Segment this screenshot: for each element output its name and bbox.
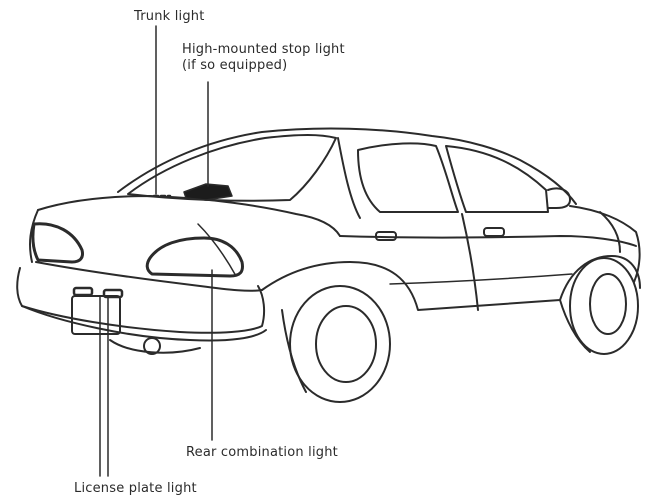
door-handle-front: [483, 227, 505, 237]
right-tail-light: [145, 236, 244, 278]
car-roof: [117, 127, 577, 205]
side-window-rear: [357, 142, 459, 213]
license-plate: [71, 295, 121, 335]
rear-window: [127, 134, 337, 202]
side-mirror: [547, 187, 571, 209]
license-plate-light-left: [72, 286, 94, 297]
high-mounted-stop-light-label: High-mounted stop light (if so equipped): [182, 42, 345, 74]
rear-combination-light-label: Rear combination light: [186, 445, 338, 460]
license-plate-light-right: [102, 288, 124, 299]
high-mounted-stop-light-title: High-mounted stop light: [182, 42, 345, 57]
rear-bumper: [16, 267, 266, 334]
left-tail-light: [31, 222, 84, 264]
body-side: [261, 255, 641, 311]
high-mounted-stop-light: [183, 183, 233, 201]
trunk-light-label: Trunk light: [134, 9, 205, 24]
rear-wheel: [289, 285, 391, 403]
trunk-lid: [37, 195, 341, 237]
door-handle-rear: [375, 231, 397, 241]
exhaust-pipe: [143, 337, 161, 355]
side-window-front: [445, 145, 549, 213]
car-front: [569, 205, 641, 283]
high-mounted-stop-light-note: (if so equipped): [182, 58, 288, 73]
license-plate-light-label: License plate light: [74, 481, 197, 496]
front-wheel: [569, 257, 639, 355]
